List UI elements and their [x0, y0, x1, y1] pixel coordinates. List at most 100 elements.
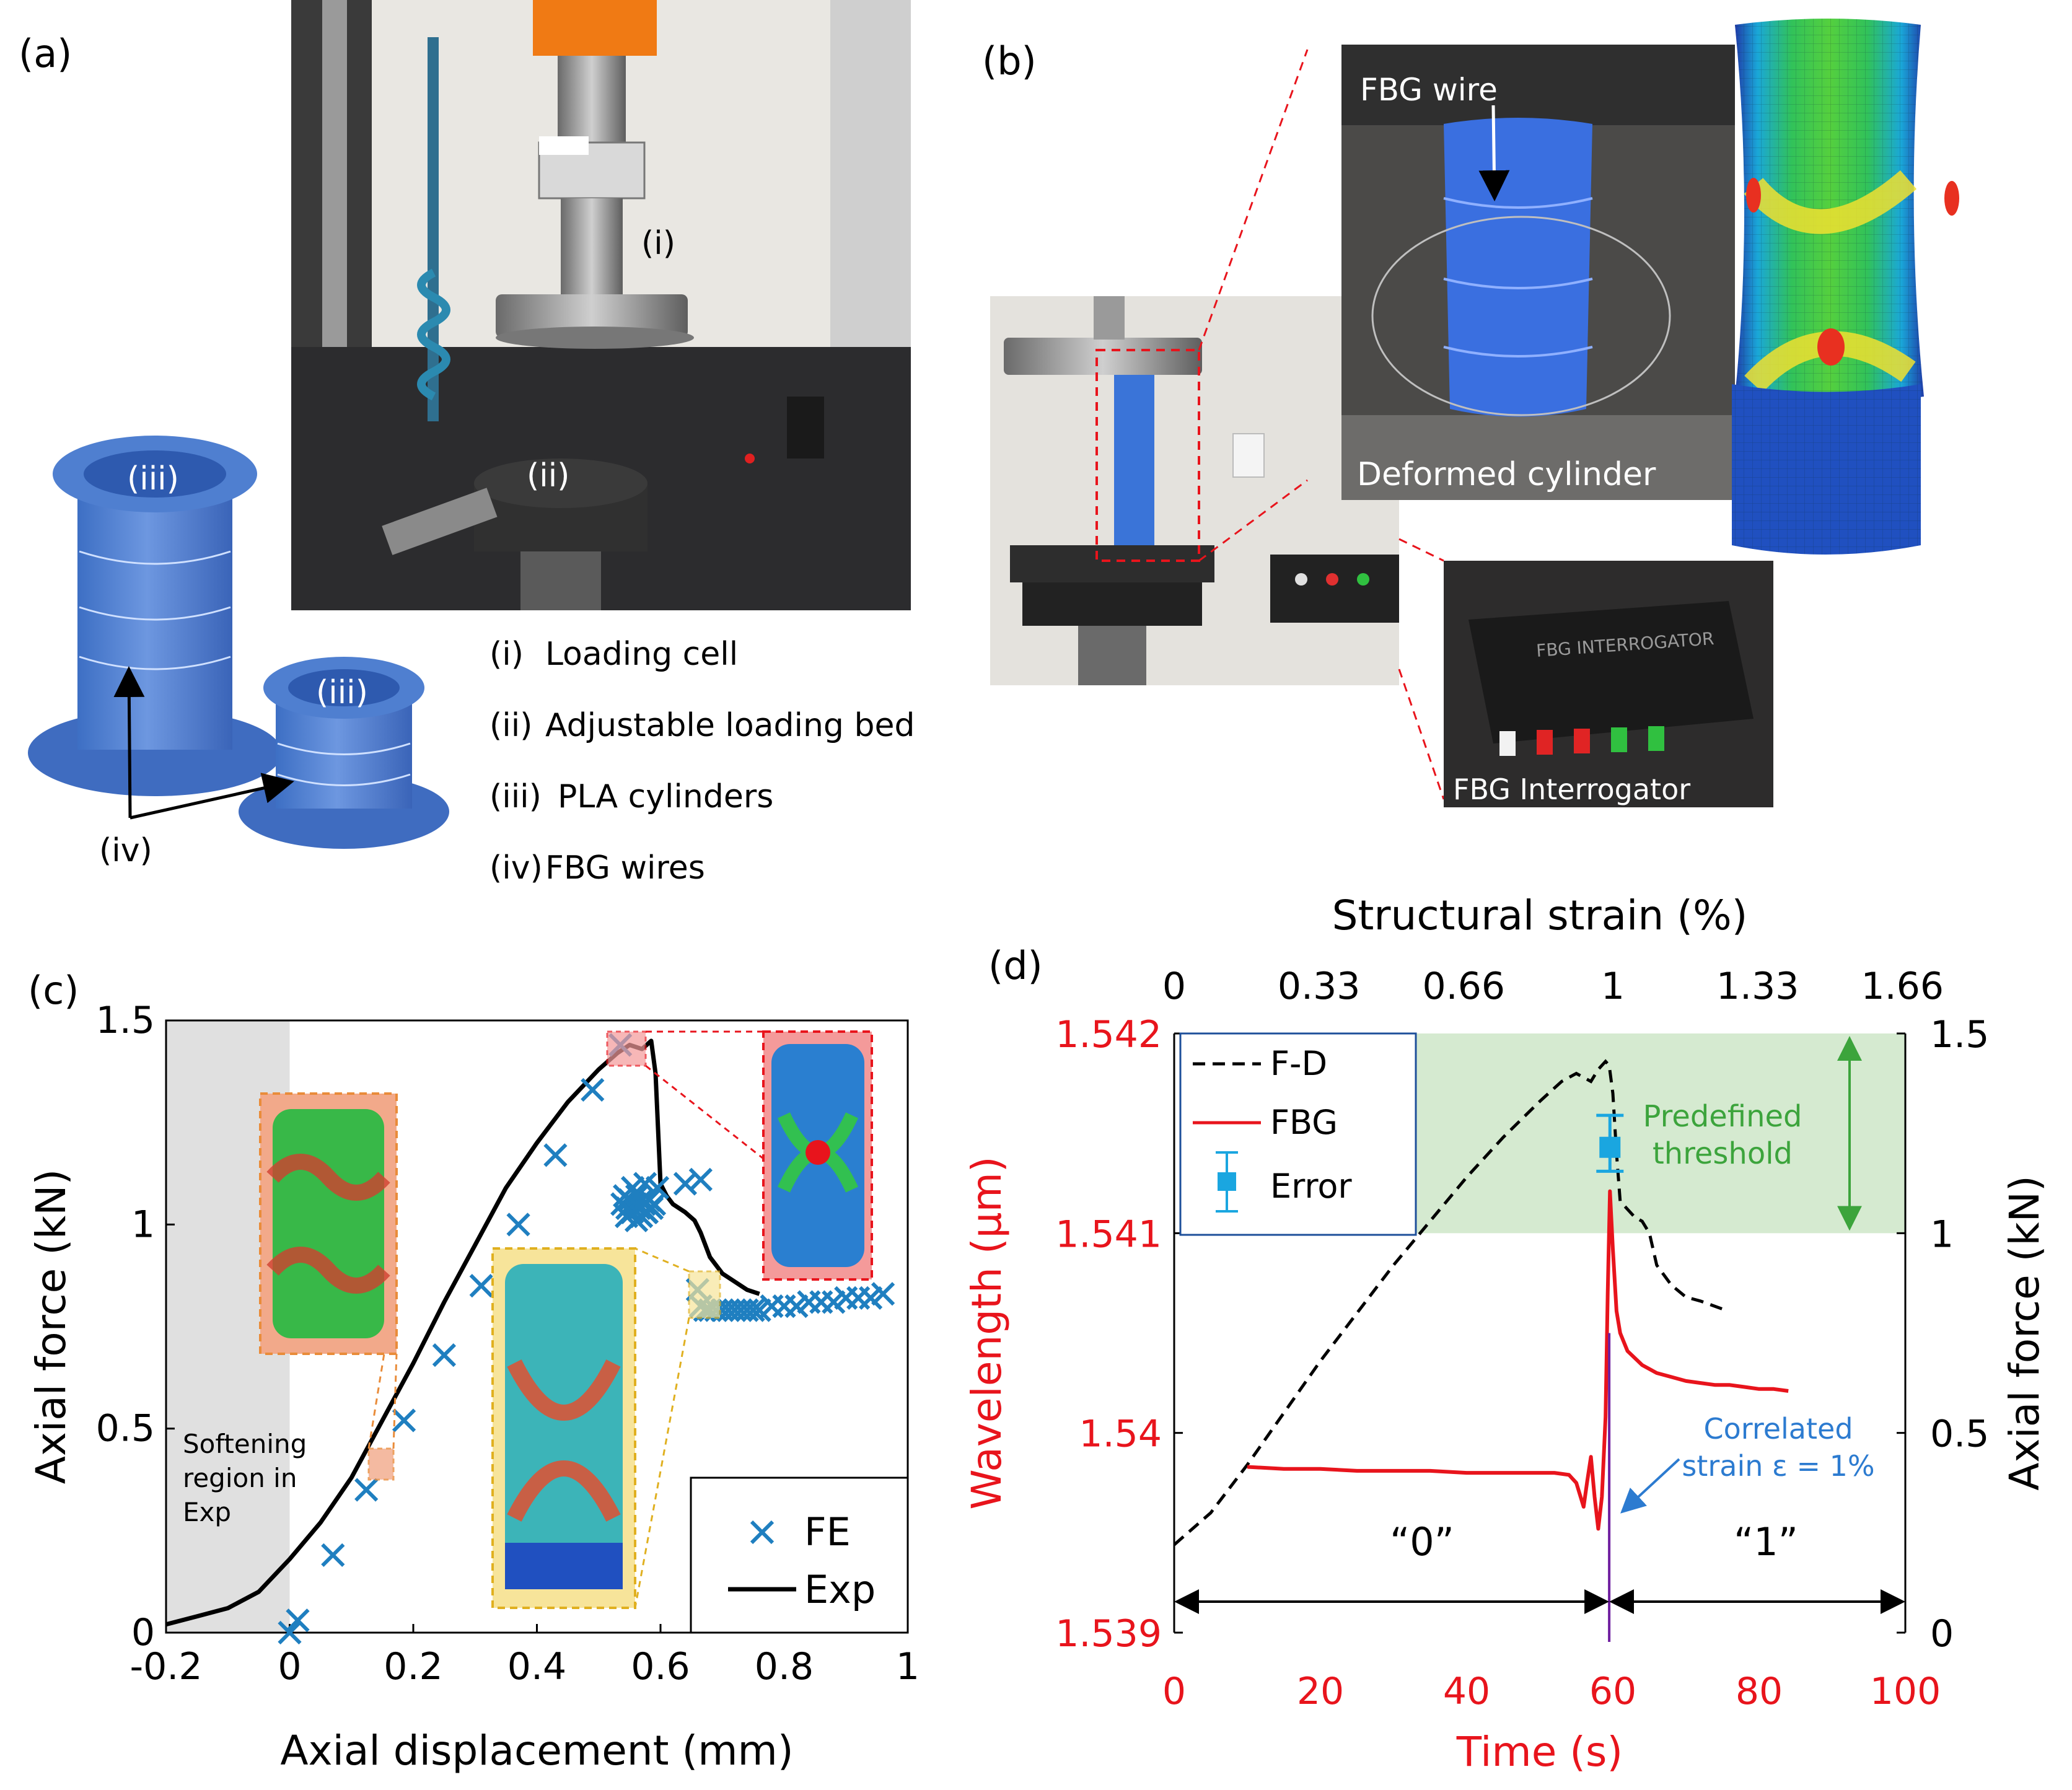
x-tick-label: 0: [1162, 1670, 1186, 1713]
fe-contour-cylinder: [1732, 19, 1959, 555]
error-point: [1599, 1136, 1621, 1158]
rig-photo: [990, 296, 1399, 685]
y-axis-title: Wavelength (μm): [963, 1156, 1011, 1509]
correlated-note-arrow: [1620, 1458, 1680, 1514]
x-tick-label: 80: [1736, 1670, 1783, 1713]
panel-b: (b) FBG wire: [982, 19, 1959, 807]
fe-point-stroke: [633, 1172, 657, 1196]
y-tick-label: 1.541: [1055, 1213, 1162, 1256]
fe-point: [286, 1608, 310, 1633]
deformed-cylinder-label: Deformed cylinder: [1357, 456, 1656, 493]
softening-note-line-2: region in: [183, 1463, 297, 1493]
fe-inset-softening: [259, 1092, 398, 1355]
x-tick-label: 0: [278, 1645, 301, 1688]
y2-tick-label: 1: [1930, 1213, 1954, 1256]
panel-b-label: (b): [982, 38, 1037, 84]
fe-point: [392, 1408, 416, 1432]
testing-machine-photo: (i) (ii): [291, 0, 911, 610]
fe-point-stroke: [432, 1343, 456, 1367]
fe-point-stroke: [543, 1143, 568, 1167]
legend-a-text-2: Adjustable loading bed: [545, 707, 915, 744]
fe-point: [741, 1298, 765, 1322]
one-region-label: “1”: [1734, 1519, 1798, 1564]
x2-axis-title: Structural strain (%): [1332, 892, 1748, 939]
x-axis-title: Time (s): [1456, 1728, 1623, 1776]
y-tick-label: 1.539: [1055, 1612, 1162, 1656]
legend-error-label: Error: [1270, 1167, 1352, 1206]
x-tick-label: 40: [1443, 1670, 1490, 1713]
x-tick-label: 1: [896, 1645, 920, 1688]
fe-point: [634, 1200, 659, 1224]
fe-point: [543, 1143, 568, 1167]
fe-point-stroke: [469, 1274, 493, 1298]
x-tick-label: 0.2: [384, 1645, 442, 1688]
fe-point-stroke: [321, 1543, 345, 1567]
fe-point: [673, 1172, 698, 1196]
fe-point-stroke: [634, 1200, 659, 1224]
legend-error-marker: [1216, 1151, 1238, 1213]
fe-point-stroke: [286, 1608, 310, 1633]
panel-d-label: (d): [988, 943, 1043, 988]
legend-fd-label: F-D: [1270, 1044, 1327, 1083]
y-tick-label: 1: [131, 1203, 155, 1246]
x2-tick-label: 0.33: [1278, 965, 1361, 1008]
y-tick-label: 1.54: [1079, 1413, 1162, 1456]
fe-point: [581, 1077, 605, 1102]
photo-label-iii-left: (iii): [127, 460, 179, 498]
fe-point: [871, 1282, 895, 1306]
fbg-line: [1247, 1189, 1789, 1531]
x2-tick-label: 0: [1162, 965, 1186, 1008]
fe-point-stroke: [688, 1167, 713, 1192]
interrogator-photo: FBG INTERROGATOR FBG Interrogator: [1444, 561, 1773, 807]
x-axis-title: Axial displacement (mm): [280, 1727, 793, 1775]
fe-point-stroke: [741, 1298, 765, 1322]
fe-point-stroke: [581, 1077, 605, 1102]
legend-a-num-1: (i): [489, 636, 524, 673]
x2-tick-label: 1: [1601, 965, 1625, 1008]
x2-tick-label: 1.66: [1861, 965, 1944, 1008]
x2-tick-label: 1.33: [1716, 965, 1799, 1008]
x-tick-label: 100: [1870, 1670, 1941, 1713]
y-tick-label: 1.542: [1055, 1013, 1162, 1056]
fbg-interrogator-label: FBG Interrogator: [1453, 773, 1690, 806]
fe-point: [506, 1213, 530, 1237]
x-tick-label: 0.8: [755, 1645, 814, 1688]
y-axis-title: Axial force (kN): [27, 1169, 75, 1485]
panel-a-legend: (i) Loading cell (ii) Adjustable loading…: [489, 636, 915, 887]
fbg-wire-label: FBG wire: [1360, 72, 1498, 108]
photo-label-iv: (iv): [99, 832, 152, 869]
fe-point-stroke: [392, 1408, 416, 1432]
fe-point: [688, 1167, 713, 1192]
threshold-label-line-2: threshold: [1653, 1136, 1793, 1171]
threshold-label-line-1: Predefined: [1643, 1099, 1802, 1134]
fe-inset-post-buckling: [491, 1247, 636, 1609]
fe-point-stroke: [871, 1282, 895, 1306]
fe-point-stroke: [673, 1172, 698, 1196]
legend-fe-marker: [750, 1520, 775, 1545]
pla-cylinder-tall: (iii): [28, 436, 282, 796]
legend-a-text-4: FBG wires: [545, 849, 705, 887]
legend-fbg-label: FBG: [1270, 1103, 1338, 1142]
correlated-note-line-2: strain ε = 1%: [1682, 1449, 1874, 1483]
pla-cylinder-short: (iii): [239, 657, 449, 849]
deformed-cylinder-photo: FBG wire Deformed cylinder: [1341, 45, 1735, 500]
fe-point-stroke: [354, 1478, 379, 1502]
softening-note-line-1: Softening: [183, 1429, 307, 1459]
fe-point: [645, 1175, 670, 1200]
fe-point: [432, 1343, 456, 1367]
photo-label-ii: (ii): [527, 457, 569, 494]
y-tick-label: 1.5: [96, 999, 155, 1042]
softening-note-line-3: Exp: [183, 1497, 231, 1527]
legend-a-num-4: (iv): [489, 849, 543, 887]
legend-fe-label: FE: [804, 1509, 851, 1555]
legend-a-num-2: (ii): [489, 707, 532, 744]
legend-exp-label: Exp: [804, 1567, 876, 1612]
fe-point-stroke: [506, 1213, 530, 1237]
panel-a-label: (a): [19, 31, 72, 76]
fe-point: [321, 1543, 345, 1567]
panel-a: (a) (i) (ii): [19, 0, 915, 887]
fe-point-stroke: [645, 1175, 670, 1200]
